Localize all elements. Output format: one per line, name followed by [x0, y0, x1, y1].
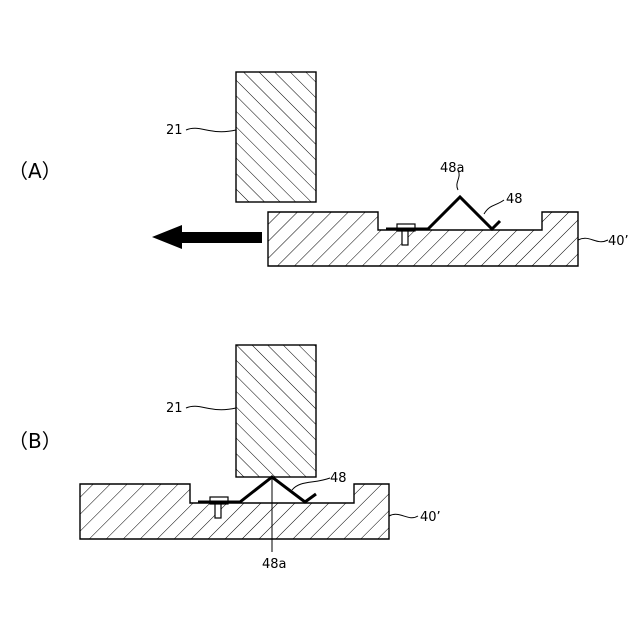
- label-21: 21: [166, 123, 183, 138]
- panel-a-tag: （A）: [8, 159, 62, 183]
- label-48a: 48a: [440, 161, 465, 176]
- base-40: [80, 484, 389, 539]
- label-21: 21: [166, 401, 183, 416]
- leader-48: [292, 478, 330, 490]
- label-48: 48: [506, 192, 523, 207]
- label-48: 48: [330, 471, 347, 486]
- base-40: [268, 212, 578, 266]
- label-40: 40’: [420, 510, 441, 525]
- leader-21: [186, 406, 236, 409]
- panel-a: （A） 21 48a 48 40’: [8, 72, 629, 266]
- panel-b: （B） 21 48a 48 40’: [8, 345, 441, 572]
- tool-21: [236, 72, 316, 202]
- leader-48: [484, 200, 504, 214]
- label-48a: 48a: [262, 557, 287, 572]
- leader-21: [186, 128, 236, 131]
- panel-b-tag: （B）: [8, 429, 62, 453]
- tool-21: [236, 345, 316, 477]
- leader-40: [578, 238, 608, 241]
- leader-40: [389, 514, 418, 517]
- label-40: 40’: [608, 234, 629, 249]
- left-arrow: [152, 225, 262, 249]
